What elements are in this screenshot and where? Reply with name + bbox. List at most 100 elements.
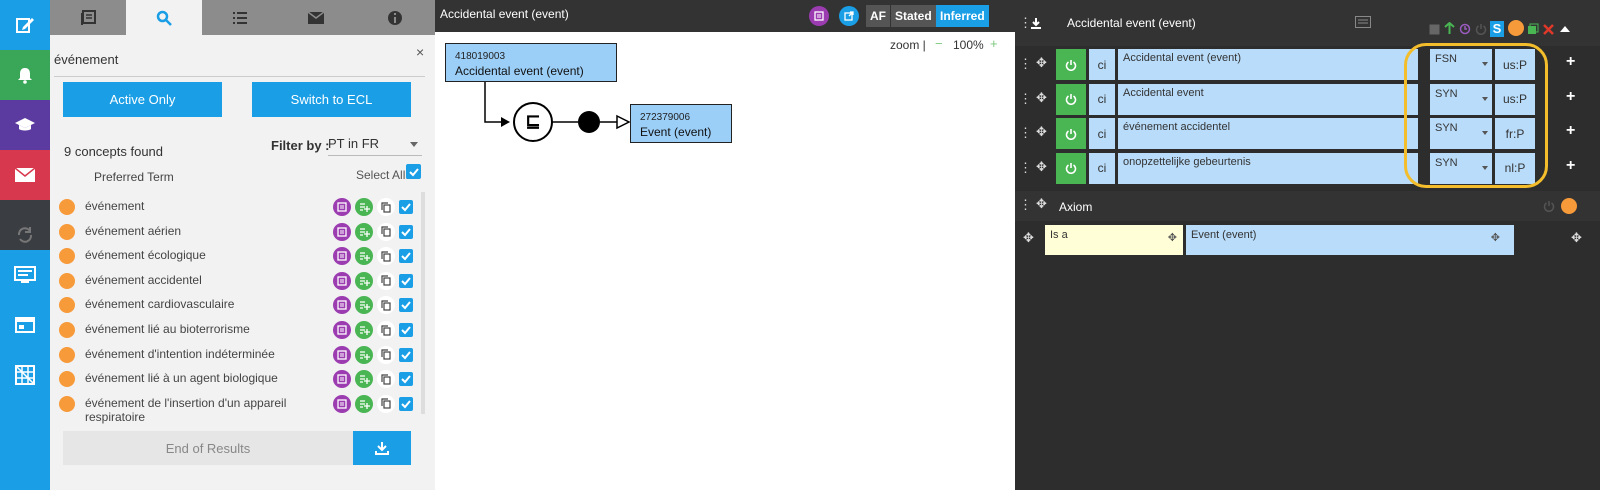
notes-icon[interactable]	[333, 321, 351, 339]
tab-info[interactable]	[354, 0, 435, 35]
notes-icon[interactable]	[333, 394, 351, 413]
list-item[interactable]: événement lié à un agent biologique	[50, 367, 425, 391]
notes-icon[interactable]	[333, 247, 351, 266]
active-toggle[interactable]	[1056, 83, 1086, 115]
add-to-list-icon[interactable]	[355, 394, 373, 413]
list-item[interactable]: événement cardiovasculaire	[50, 293, 425, 317]
zoom-in-button[interactable]: +	[990, 36, 998, 51]
description-type-select[interactable]: SYN	[1430, 83, 1492, 115]
add-description-icon[interactable]: +	[1566, 122, 1576, 139]
move-icon[interactable]: ✥	[1036, 89, 1047, 105]
copy-icon[interactable]	[377, 345, 395, 364]
export-icon[interactable]	[1029, 16, 1043, 30]
axiom-relationship-field[interactable]: Is a ✥	[1045, 225, 1183, 255]
notes-icon[interactable]	[333, 296, 351, 315]
notes-icon[interactable]	[333, 198, 351, 216]
add-description-icon[interactable]: +	[1566, 87, 1576, 105]
add-to-list-icon[interactable]	[355, 370, 373, 389]
case-significance[interactable]: ci	[1089, 83, 1115, 115]
list-item[interactable]: événement accidentel	[50, 269, 425, 293]
description-term[interactable]: événement accidentel	[1118, 118, 1418, 149]
select-checkbox[interactable]	[399, 347, 413, 362]
notes-icon[interactable]	[809, 6, 829, 26]
copy-icon[interactable]	[377, 198, 395, 216]
tab-search[interactable]	[126, 0, 202, 35]
copy-icon[interactable]	[377, 222, 395, 241]
save-icon[interactable]	[1429, 24, 1440, 35]
list-item[interactable]: événement écologique	[50, 244, 425, 268]
edit-icon[interactable]	[0, 0, 50, 50]
add-description-icon[interactable]: +	[1566, 156, 1576, 174]
close-icon[interactable]	[1543, 24, 1554, 35]
description-type-select[interactable]: SYN	[1430, 118, 1492, 149]
drag-handle-icon[interactable]: ⋮	[1019, 125, 1032, 140]
language-acceptability[interactable]: us:P	[1495, 83, 1535, 115]
select-checkbox[interactable]	[399, 396, 413, 411]
bell-icon[interactable]	[0, 50, 50, 100]
chevron-up-icon[interactable]	[1560, 25, 1570, 32]
history-icon[interactable]	[1459, 23, 1471, 35]
power-icon[interactable]	[1543, 200, 1555, 212]
select-checkbox[interactable]	[399, 298, 413, 313]
drag-handle-icon[interactable]: ⋮	[1019, 90, 1032, 106]
copy-icon[interactable]	[377, 321, 395, 339]
copy-icon[interactable]	[377, 394, 395, 413]
af-toggle[interactable]: AF	[866, 5, 890, 27]
description-type-select[interactable]: SYN	[1430, 152, 1492, 184]
status-dot-icon[interactable]	[1508, 20, 1524, 36]
notes-icon[interactable]	[333, 370, 351, 389]
copy-icon[interactable]	[377, 296, 395, 315]
select-checkbox[interactable]	[399, 372, 413, 387]
window-icon[interactable]	[0, 300, 50, 350]
status-dot-icon[interactable]	[1561, 198, 1577, 214]
copy-icon[interactable]	[377, 247, 395, 266]
move-icon[interactable]: ✥	[1036, 196, 1047, 211]
concept-box-main[interactable]: 418019003 Accidental event (event)	[445, 43, 617, 82]
case-significance[interactable]: ci	[1089, 49, 1115, 80]
drag-handle-icon[interactable]: ⋮	[1019, 15, 1032, 30]
envelope-icon[interactable]	[0, 150, 50, 200]
language-acceptability[interactable]: fr:P	[1495, 118, 1535, 149]
search-input[interactable]: événement	[54, 52, 119, 67]
grid-icon[interactable]	[0, 350, 50, 400]
inferred-toggle[interactable]: Inferred	[936, 5, 989, 27]
list-item[interactable]: événement de l'insertion d'un appareil r…	[50, 392, 425, 424]
tab-refset[interactable]	[202, 0, 278, 35]
stated-toggle[interactable]: Stated	[891, 5, 936, 27]
add-to-list-icon[interactable]	[355, 296, 373, 315]
move-icon[interactable]: ✥	[1036, 158, 1047, 174]
select-checkbox[interactable]	[399, 249, 413, 264]
add-to-list-icon[interactable]	[355, 198, 373, 216]
notes-icon[interactable]	[333, 345, 351, 364]
download-button[interactable]	[353, 431, 411, 465]
drag-handle-icon[interactable]: ⋮	[1019, 56, 1032, 71]
copy-icon[interactable]	[377, 370, 395, 389]
select-checkbox[interactable]	[399, 273, 413, 288]
notes-icon[interactable]	[333, 222, 351, 241]
add-to-list-icon[interactable]	[355, 247, 373, 266]
drag-handle-icon[interactable]: ⋮	[1019, 197, 1032, 212]
add-to-list-icon[interactable]	[355, 222, 373, 241]
axiom-target-field[interactable]: Event (event) ✥	[1186, 225, 1514, 255]
description-term[interactable]: onopzettelijke gebeurtenis	[1118, 152, 1418, 184]
select-checkbox[interactable]	[399, 200, 413, 214]
keyboard-icon[interactable]	[1355, 16, 1371, 28]
add-to-list-icon[interactable]	[355, 345, 373, 364]
add-to-list-icon[interactable]	[355, 321, 373, 339]
clone-icon[interactable]	[1527, 23, 1539, 35]
results-scrollbar[interactable]	[421, 192, 425, 414]
case-significance[interactable]: ci	[1089, 118, 1115, 149]
list-item[interactable]: événement aérien	[50, 220, 425, 244]
move-icon[interactable]: ✥	[1023, 230, 1034, 245]
active-toggle[interactable]	[1056, 49, 1086, 80]
move-icon[interactable]: ✥	[1571, 230, 1582, 245]
copy-icon[interactable]	[377, 271, 395, 290]
select-all-checkbox[interactable]	[406, 164, 421, 179]
description-type-select[interactable]: FSN	[1430, 49, 1492, 80]
promote-icon[interactable]	[1444, 22, 1455, 35]
active-only-button[interactable]: Active Only	[63, 82, 222, 117]
move-icon[interactable]: ✥	[1036, 55, 1047, 70]
move-icon[interactable]: ✥	[1490, 232, 1500, 244]
move-icon[interactable]: ✥	[1036, 124, 1047, 139]
tab-taxonomy[interactable]	[50, 0, 126, 35]
